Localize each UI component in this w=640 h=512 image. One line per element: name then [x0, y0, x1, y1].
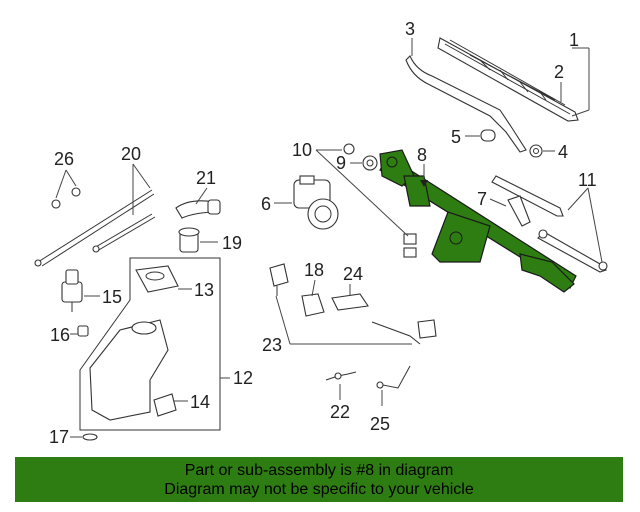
- callout-10: 10: [292, 140, 409, 237]
- connector-18[interactable]: [301, 293, 325, 317]
- callout-12: 12: [220, 368, 253, 388]
- grommet-9[interactable]: [362, 155, 378, 171]
- callout-16: 16: [50, 325, 78, 345]
- callout-17: 17: [49, 427, 82, 447]
- callout-2: 2: [554, 62, 564, 102]
- callout-25: 25: [370, 390, 390, 434]
- svg-text:22: 22: [330, 402, 350, 422]
- reservoir-tank[interactable]: [89, 319, 169, 421]
- svg-text:17: 17: [49, 427, 69, 447]
- bushing-10[interactable]: [343, 143, 417, 258]
- svg-text:23: 23: [262, 335, 282, 355]
- svg-text:26: 26: [54, 149, 74, 169]
- wiper-blade-assembly[interactable]: [437, 37, 579, 122]
- callout-20: 20: [121, 144, 151, 215]
- svg-text:18: 18: [304, 260, 324, 280]
- svg-text:19: 19: [222, 233, 242, 253]
- callout-14: 14: [174, 392, 210, 412]
- svg-text:8: 8: [417, 145, 427, 165]
- hose-21[interactable]: [175, 199, 221, 219]
- wiper-arm[interactable]: [405, 55, 527, 153]
- cap-19[interactable]: [178, 227, 200, 253]
- svg-text:15: 15: [102, 287, 122, 307]
- callout-21: 21: [195, 168, 216, 205]
- rod-25[interactable]: [376, 365, 411, 389]
- callout-1: 1: [569, 30, 590, 117]
- svg-text:20: 20: [121, 144, 141, 164]
- banner-line-2: Diagram may not be specific to your vehi…: [164, 481, 474, 498]
- callout-22: 22: [330, 384, 350, 422]
- info-banner: Part or sub-assembly is #8 in diagram Di…: [15, 457, 623, 502]
- wiper-linkage-highlighted[interactable]: [379, 149, 577, 293]
- reservoir-13[interactable]: [135, 265, 179, 293]
- callout-26: 26: [54, 149, 77, 199]
- svg-text:6: 6: [261, 194, 271, 214]
- bracket-24[interactable]: [331, 293, 369, 311]
- banner-line-1: Part or sub-assembly is #8 in diagram: [184, 462, 454, 479]
- svg-text:21: 21: [196, 168, 216, 188]
- svg-text:4: 4: [558, 142, 568, 162]
- callout-5: 5: [451, 127, 480, 147]
- callout-11: 11: [567, 170, 603, 263]
- svg-text:3: 3: [405, 19, 415, 39]
- svg-text:16: 16: [50, 325, 70, 345]
- reservoir-group-box: [79, 257, 221, 431]
- callout-15: 15: [84, 287, 122, 307]
- callout-4: 4: [543, 142, 568, 162]
- callout-3: 3: [405, 19, 415, 56]
- callout-8: 8: [417, 145, 428, 187]
- svg-text:25: 25: [370, 414, 390, 434]
- cap-part[interactable]: [480, 129, 496, 142]
- link-rod-7[interactable]: [491, 175, 564, 227]
- callout-6: 6: [261, 194, 292, 214]
- link-rod-11[interactable]: [537, 229, 608, 273]
- wiper-motor[interactable]: [293, 175, 339, 230]
- callout-13: 13: [178, 280, 214, 300]
- svg-text:5: 5: [451, 127, 461, 147]
- nut-part[interactable]: [529, 144, 543, 158]
- sensor-23[interactable]: [269, 263, 437, 345]
- svg-text:13: 13: [194, 280, 214, 300]
- svg-text:10: 10: [292, 140, 312, 160]
- svg-text:14: 14: [190, 392, 210, 412]
- svg-text:11: 11: [578, 170, 597, 190]
- svg-text:24: 24: [343, 264, 363, 284]
- parts-diagram: 1 2 3 4 5 6 7: [34, 19, 608, 447]
- nozzle-22[interactable]: [325, 371, 357, 381]
- svg-text:1: 1: [569, 30, 579, 50]
- svg-text:9: 9: [336, 153, 346, 173]
- callout-9: 9: [336, 153, 362, 173]
- callout-7: 7: [477, 189, 507, 209]
- seal-14[interactable]: [153, 393, 177, 417]
- svg-text:12: 12: [233, 368, 253, 388]
- svg-text:2: 2: [554, 62, 564, 82]
- callout-23: 23: [262, 295, 412, 355]
- svg-text:7: 7: [477, 189, 487, 209]
- callout-24: 24: [343, 264, 363, 296]
- grommet-16[interactable]: [77, 325, 89, 337]
- callout-18: 18: [304, 260, 324, 297]
- oring-17[interactable]: [82, 433, 98, 441]
- clips-26[interactable]: [51, 187, 81, 209]
- callout-19: 19: [200, 233, 242, 253]
- pump-15[interactable]: [61, 269, 83, 312]
